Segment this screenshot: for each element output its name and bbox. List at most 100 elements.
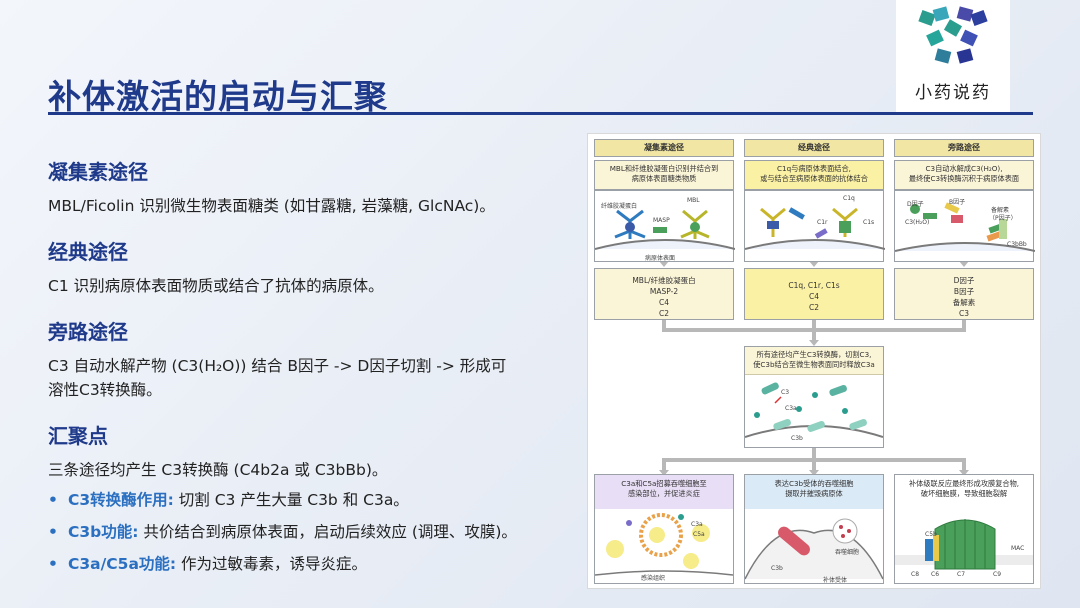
label-mac: MAC (1011, 545, 1025, 552)
component-item: MBL/纤维胶凝蛋白 (632, 276, 696, 285)
label-factor-p: （P因子） (989, 215, 1017, 222)
effector-inflammation: C3a和C5a招募吞噬细胞至 感染部位，并促进炎症 C3a C5a 感染组织 (594, 474, 734, 584)
heading-lectin: 凝集素途径 (48, 160, 148, 184)
desc-line: 表达C3b受体的吞噬细胞 (774, 479, 854, 488)
header-classical-pathway: 经典途径 (744, 139, 884, 157)
label-c3a: C3a (785, 405, 797, 412)
label-phagocyte: 吞噬细胞 (835, 549, 860, 556)
label-complement-receptor: 补体受体 (823, 577, 848, 584)
inflammation-illustration (595, 513, 733, 576)
desc-line: C1q与病原体表面结合, (777, 164, 851, 173)
illus-classical: C1q C1r C1s (744, 190, 886, 262)
title-underline (48, 112, 1033, 115)
label-c3a-effector: C3a (691, 521, 703, 528)
effector-phagocytosis: 表达C3b受体的吞噬细胞 摄取并摧毁病原体 吞噬细胞 C3b 补体受体 (744, 474, 884, 584)
desc-line: 摄取并摧毁病原体 (785, 489, 843, 498)
desc-line: 破坏细胞膜，导致细胞裂解 (920, 489, 1008, 498)
illus-lectin: 纤维胶凝蛋白 MBL MASP 病原体表面 (594, 190, 736, 262)
desc-line: 病原体表面糖类物质 (631, 174, 697, 183)
desc-classical: C1q与病原体表面结合, 或与结合至病原体表面的抗体结合 (744, 160, 884, 190)
text-classical: C1 识别病原体表面物质或结合了抗体的病原体。 (48, 277, 384, 295)
label-infected-tissue: 感染组织 (641, 575, 666, 582)
component-item: B因子 (953, 287, 975, 296)
desc-lectin: MBL和纤维胶凝蛋白识别并结合到 病原体表面糖类物质 (594, 160, 734, 190)
label-c6: C6 (931, 571, 940, 578)
text-alternative-line1: C3 自动水解产物 (C3(H₂O)) 结合 B因子 -> D因子切割 -> 形… (48, 357, 507, 375)
component-item: MASP-2 (649, 287, 679, 296)
heading-convergence: 汇聚点 (48, 424, 108, 448)
label-c1r: C1r (817, 219, 828, 226)
component-item: C1q, C1r, C1s (788, 281, 840, 290)
effector-desc: 表达C3b受体的吞噬细胞 摄取并摧毁病原体 (745, 475, 883, 509)
component-item: C4 (658, 298, 669, 307)
lectin-binding-illustration (594, 209, 736, 250)
label-properdin: 备解素 (991, 207, 1010, 214)
label-pathogen-surface: 病原体表面 (645, 255, 676, 262)
component-item: D因子 (953, 276, 975, 285)
label-c3bbb: C3bBb (1007, 241, 1027, 248)
text-convergence: 三条途径均产生 C3转换酶 (C4b2a 或 C3bBb)。 (48, 461, 388, 479)
components-lectin: MBL/纤维胶凝蛋白 MASP-2 C4 C2 (594, 268, 734, 320)
label-c8: C8 (911, 571, 920, 578)
c3-cleavage-illustration (745, 382, 883, 438)
text-lectin: MBL/Ficolin 识别微生物表面糖类 (如甘露糖, 岩藻糖, GlcNAc… (48, 197, 495, 215)
label-c3h2o: C3(H₂O) (905, 219, 930, 226)
label-ficolin: 纤维胶凝蛋白 (601, 203, 638, 210)
label-masp: MASP (653, 217, 670, 224)
bullet-item: • C3转换酶作用: 切割 C3 产生大量 C3b 和 C3a。 (48, 488, 588, 512)
mac-illustration (895, 519, 1033, 570)
label-c1q: C1q (843, 195, 855, 202)
logo: 小药说药 (896, 0, 1010, 112)
bullet-key: C3转换酶作用: (68, 491, 174, 509)
label-c3: C3 (781, 389, 790, 396)
page-title: 补体激活的启动与汇聚 (48, 77, 388, 116)
component-item: C2 (658, 309, 669, 318)
illus-alternative: D因子 B因子 C3(H₂O) 备解素 （P因子） C3bBb (894, 190, 1036, 262)
desc-line: C3自动水解成C3(H₂O), (925, 164, 1003, 173)
desc-line: 最终使C3转换酶沉积于病原体表面 (908, 174, 1020, 183)
effector-mac: 补体级联反应最终形成攻膜复合物, 破坏细胞膜，导致细胞裂解 C5b C6 C7 … (894, 474, 1034, 584)
desc-line: MBL和纤维胶凝蛋白识别并结合到 (609, 164, 719, 173)
bullet-item: •C3a/C5a功能: 作为过敏毒素，诱导炎症。 (48, 552, 588, 576)
component-item: C4 (808, 292, 819, 301)
desc-line: 补体级联反应最终形成攻膜复合物, (908, 479, 1020, 488)
text-alternative-line2: 溶性C3转换酶。 (48, 381, 162, 399)
bullet-dot: • (48, 491, 58, 509)
heading-alternative: 旁路途径 (48, 320, 128, 344)
bullet-dot: • (48, 555, 58, 573)
bullet-key: C3b功能: (68, 523, 139, 541)
component-item: 备解素 (952, 298, 976, 307)
label-c3b-effector: C3b (771, 565, 783, 572)
figure-connectors (659, 261, 969, 476)
phagocytosis-illustration (745, 518, 883, 580)
bullet-text: 切割 C3 产生大量 C3b 和 C3a。 (173, 491, 409, 509)
label-c1s: C1s (863, 219, 875, 226)
label-c5a: C5a (693, 531, 705, 538)
desc-line: 感染部位，并促进炎症 (628, 489, 700, 498)
bullet-dot: • (48, 523, 58, 541)
c1-binding-illustration (744, 207, 886, 250)
complement-pathway-figure: 凝集素途径 经典途径 旁路途径 MBL和纤维胶凝蛋白识别并结合到 病原体表面糖类… (587, 133, 1041, 589)
desc-line: C3a和C5a招募吞噬细胞至 (621, 479, 707, 488)
convergence-desc: 所有途径均产生C3转换酶，切割C3, 使C3b结合至微生物表面同时释放C3a (745, 347, 883, 375)
bullet-item: • C3b功能: 共价结合到病原体表面，启动后续效应 (调理、攻膜)。 (48, 520, 588, 544)
bullet-text: 共价结合到病原体表面，启动后续效应 (调理、攻膜)。 (138, 523, 517, 541)
header-alternative-pathway: 旁路途径 (894, 139, 1034, 157)
logo-mark-icon (918, 6, 988, 64)
logo-text: 小药说药 (915, 83, 991, 103)
label-c7: C7 (957, 571, 966, 578)
components-alternative: D因子 B因子 备解素 C3 (894, 268, 1034, 320)
component-item: C2 (808, 303, 819, 312)
effector-desc: 补体级联反应最终形成攻膜复合物, 破坏细胞膜，导致细胞裂解 (895, 475, 1033, 509)
component-item: C3 (958, 309, 969, 318)
desc-line: 或与结合至病原体表面的抗体结合 (760, 174, 868, 183)
header-lectin-pathway: 凝集素途径 (594, 139, 734, 157)
label-c5b: C5b (925, 531, 937, 538)
desc-line: 所有途径均产生C3转换酶，切割C3, (756, 350, 872, 359)
convergence-panel: 所有途径均产生C3转换酶，切割C3, 使C3b结合至微生物表面同时释放C3a C… (744, 346, 884, 448)
alternative-illustration (894, 202, 1036, 252)
components-classical: C1q, C1r, C1s C4 C2 (744, 268, 884, 320)
desc-line: 使C3b结合至微生物表面同时释放C3a (753, 360, 875, 369)
bullet-text: 作为过敏毒素，诱导炎症。 (176, 555, 368, 573)
label-mbl: MBL (687, 197, 700, 204)
